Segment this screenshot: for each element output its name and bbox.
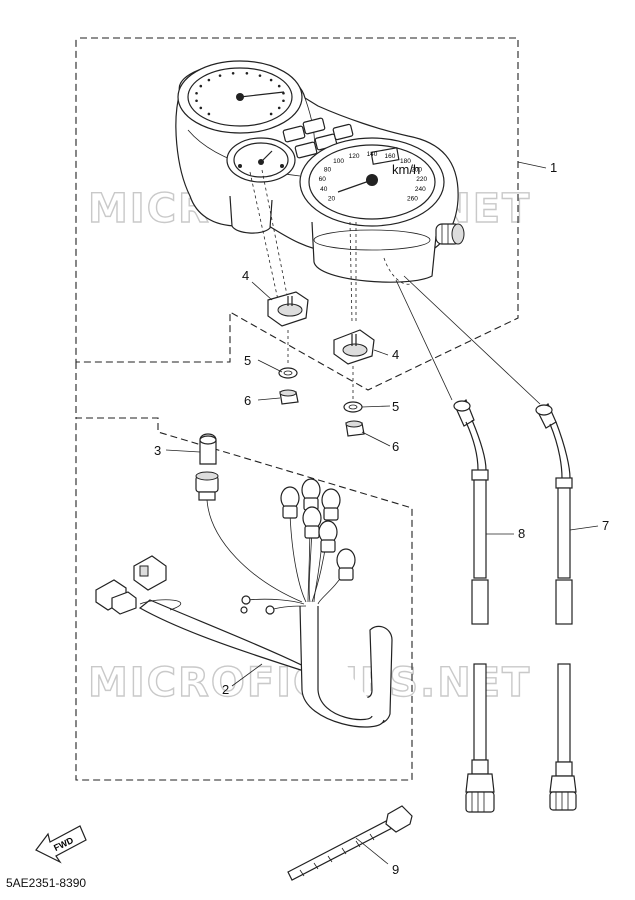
wire-harness-part-2 (95, 478, 393, 728)
speedometer-cable-part-7 (535, 403, 577, 811)
washer-part-5-left (278, 367, 298, 379)
tach-tick (195, 99, 198, 103)
callout-9: 9 (392, 862, 399, 877)
forward-direction-icon: FWD (35, 825, 87, 864)
socket-part-4-left (267, 291, 309, 327)
bulb-part-3 (199, 433, 217, 465)
tachometer-cable-part-8 (453, 399, 495, 813)
speedo-mark: 200 (411, 166, 422, 173)
callout-4-left: 4 (242, 268, 249, 283)
tach-tick (282, 91, 285, 95)
speedo-mark: 220 (416, 176, 427, 183)
speedo-mark: 260 (407, 195, 418, 202)
callout-2: 2 (222, 682, 229, 697)
nut-part-6-left (279, 389, 299, 405)
tach-tick (245, 71, 249, 75)
speedo-mark: 140 (367, 151, 378, 158)
speedo-unit: km/h (392, 162, 420, 177)
tach-tick (218, 74, 222, 77)
trip-reset-knob (435, 223, 465, 245)
speedo-mark: 60 (319, 176, 327, 183)
callout-6-left: 6 (244, 393, 251, 408)
tach-tick (258, 74, 262, 77)
callout-6-right: 6 (392, 439, 399, 454)
callout-4-right: 4 (392, 347, 399, 362)
tach-tick (199, 106, 203, 110)
speedo-mark: 40 (320, 186, 328, 193)
callout-3: 3 (154, 443, 161, 458)
temperature-gauge (226, 137, 296, 183)
bulb-socket-single (195, 471, 219, 501)
part-code: 5AE2351-8390 (6, 876, 87, 890)
tach-tick (207, 112, 211, 116)
harness-connector-b (95, 579, 137, 615)
tach-tick (277, 84, 281, 88)
callout-7: 7 (602, 518, 609, 533)
tach-tick (277, 106, 281, 110)
washer-part-5-right (343, 401, 363, 413)
callouts: 1 2 3 4 4 5 5 6 6 7 8 9 (154, 160, 609, 877)
meter-assembly-boundary (75, 37, 519, 391)
tach-tick (207, 78, 211, 82)
tach-tick (282, 99, 285, 103)
wiring-boundary (75, 362, 413, 781)
callout-5-right: 5 (392, 399, 399, 414)
speedo-mark: 240 (415, 186, 426, 193)
callout-leaders (165, 161, 599, 865)
tach-tick (199, 84, 203, 88)
tachometer-dial (177, 60, 303, 134)
speedo-mark: 160 (384, 153, 395, 160)
tach-tick (231, 71, 235, 75)
cable-tie-part-9 (287, 805, 413, 881)
speedo-mark: 80 (324, 166, 332, 173)
nut-part-6-right (345, 420, 365, 437)
speedo-mark: 100 (333, 158, 344, 165)
speedo-mark: 180 (400, 158, 411, 165)
speedo-mark: 120 (349, 153, 360, 160)
tach-tick (195, 91, 198, 95)
callout-8: 8 (518, 526, 525, 541)
harness-connector-a (133, 555, 167, 591)
tach-tick (269, 78, 273, 82)
tach-tick (269, 112, 273, 116)
socket-part-4-right (333, 329, 375, 365)
speedo-mark: 20 (328, 195, 336, 202)
harness-bulb-sockets (280, 478, 356, 581)
callout-5-left: 5 (244, 353, 251, 368)
callout-1: 1 (550, 160, 557, 175)
